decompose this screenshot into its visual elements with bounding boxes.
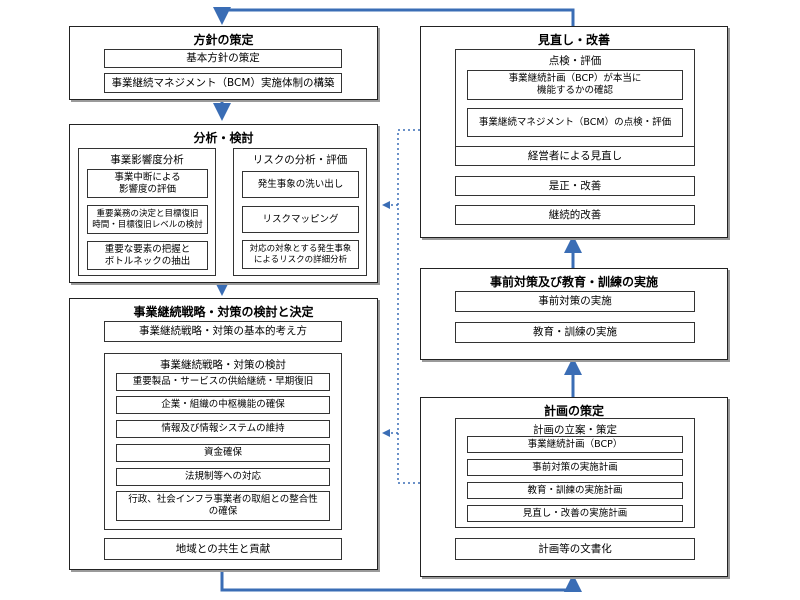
impact-analysis-box: 事業影響度分析 事業中断による 影響度の評価 重要業務の決定と目標復旧 時間・目…	[78, 148, 216, 276]
training-item-pre-measures: 事前対策の実施	[455, 291, 695, 312]
strategy-item-regulation: 法規制等への対応	[116, 468, 330, 486]
strategy-item-infrastructure: 行政、社会インフラ事業者の取組との整合性 の確保	[116, 491, 330, 521]
policy-item-bcm-structure: 事業継続マネジメント（BCM）実施体制の構築	[104, 73, 342, 93]
training-section: 事前対策及び教育・訓練の実施 事前対策の実施 教育・訓練の実施	[420, 268, 728, 360]
impact-item-recovery: 重要業務の決定と目標復旧 時間・目標復旧レベルの検討	[87, 205, 208, 234]
policy-title: 方針の策定	[193, 33, 254, 47]
risk-analysis-box: リスクの分析・評価 発生事象の洗い出し リスクマッピング 対応の対象とする発生事…	[233, 148, 367, 276]
strategy-section: 事業継続戦略・対策の検討と決定 事業継続戦略・対策の基本的考え方 事業継続戦略・…	[69, 298, 378, 570]
plan-draft-title: 計画の立案・策定	[533, 424, 617, 436]
inspect-title: 点検・評価	[548, 55, 602, 67]
strategy-item-core-function: 企業・組織の中枢機能の確保	[116, 396, 330, 414]
impact-item-bottleneck: 重要な要素の把握と ボトルネックの抽出	[87, 241, 208, 270]
plan-item-training: 教育・訓練の実施計画	[467, 482, 683, 499]
training-title: 事前対策及び教育・訓練の実施	[489, 275, 658, 289]
plan-title: 計画の策定	[543, 404, 604, 418]
strategy-item-supply: 重要製品・サービスの供給継続・早期復旧	[116, 373, 330, 391]
inspect-item-bcm-evaluation: 事業継続マネジメント（BCM）の点検・評価	[467, 108, 683, 137]
plan-item-bcp: 事業継続計画（BCP）	[467, 436, 683, 453]
strategy-community: 地域との共生と貢献	[104, 538, 342, 560]
review-item-management: 経営者による見直し	[455, 146, 695, 166]
strategy-item-funding: 資金確保	[116, 444, 330, 462]
policy-section: 方針の策定 基本方針の策定 事業継続マネジメント（BCM）実施体制の構築	[69, 26, 378, 100]
strategy-basic-approach: 事業継続戦略・対策の基本的考え方	[104, 321, 342, 342]
plan-item-review: 見直し・改善の実施計画	[467, 505, 683, 522]
dotted-feedback-line	[397, 129, 420, 484]
impact-analysis-title: 事業影響度分析	[110, 154, 184, 166]
policy-item-basic: 基本方針の策定	[104, 49, 342, 68]
strategy-review-title: 事業継続戦略・対策の検討	[160, 359, 286, 371]
risk-analysis-title: リスクの分析・評価	[252, 154, 348, 166]
training-item-education: 教育・訓練の実施	[455, 322, 695, 343]
review-title: 見直し・改善	[537, 33, 610, 47]
risk-item-mapping: リスクマッピング	[242, 206, 359, 233]
arrow-review-to-policy	[213, 7, 575, 26]
plan-section: 計画の策定 計画の立案・策定 事業継続計画（BCP） 事前対策の実施計画 教育・…	[420, 397, 728, 577]
strategy-title: 事業継続戦略・対策の検討と決定	[133, 305, 314, 319]
plan-item-pre-measures: 事前対策の実施計画	[467, 459, 683, 476]
plan-draft-box: 計画の立案・策定 事業継続計画（BCP） 事前対策の実施計画 教育・訓練の実施計…	[455, 418, 695, 528]
analysis-section: 分析・検討 事業影響度分析 事業中断による 影響度の評価 重要業務の決定と目標復…	[69, 124, 378, 283]
review-item-correction: 是正・改善	[455, 176, 695, 196]
inspect-item-bcp-check: 事業継続計画（BCP）が本当に 機能するかの確認	[467, 70, 683, 100]
risk-item-identify: 発生事象の洗い出し	[242, 171, 359, 198]
review-section: 見直し・改善 点検・評価 事業継続計画（BCP）が本当に 機能するかの確認 事業…	[420, 26, 728, 238]
strategy-review-box: 事業継続戦略・対策の検討 重要製品・サービスの供給継続・早期復旧 企業・組織の中…	[104, 353, 342, 530]
review-item-continuous: 継続的改善	[455, 205, 695, 225]
risk-item-detail: 対応の対象とする発生事象 によるリスクの詳細分析	[242, 240, 359, 269]
inspect-box: 点検・評価 事業継続計画（BCP）が本当に 機能するかの確認 事業継続マネジメン…	[455, 49, 695, 162]
plan-documentation: 計画等の文書化	[455, 538, 695, 560]
strategy-item-it-system: 情報及び情報システムの維持	[116, 420, 330, 438]
impact-item-evaluation: 事業中断による 影響度の評価	[87, 169, 208, 198]
analysis-title: 分析・検討	[193, 131, 254, 145]
